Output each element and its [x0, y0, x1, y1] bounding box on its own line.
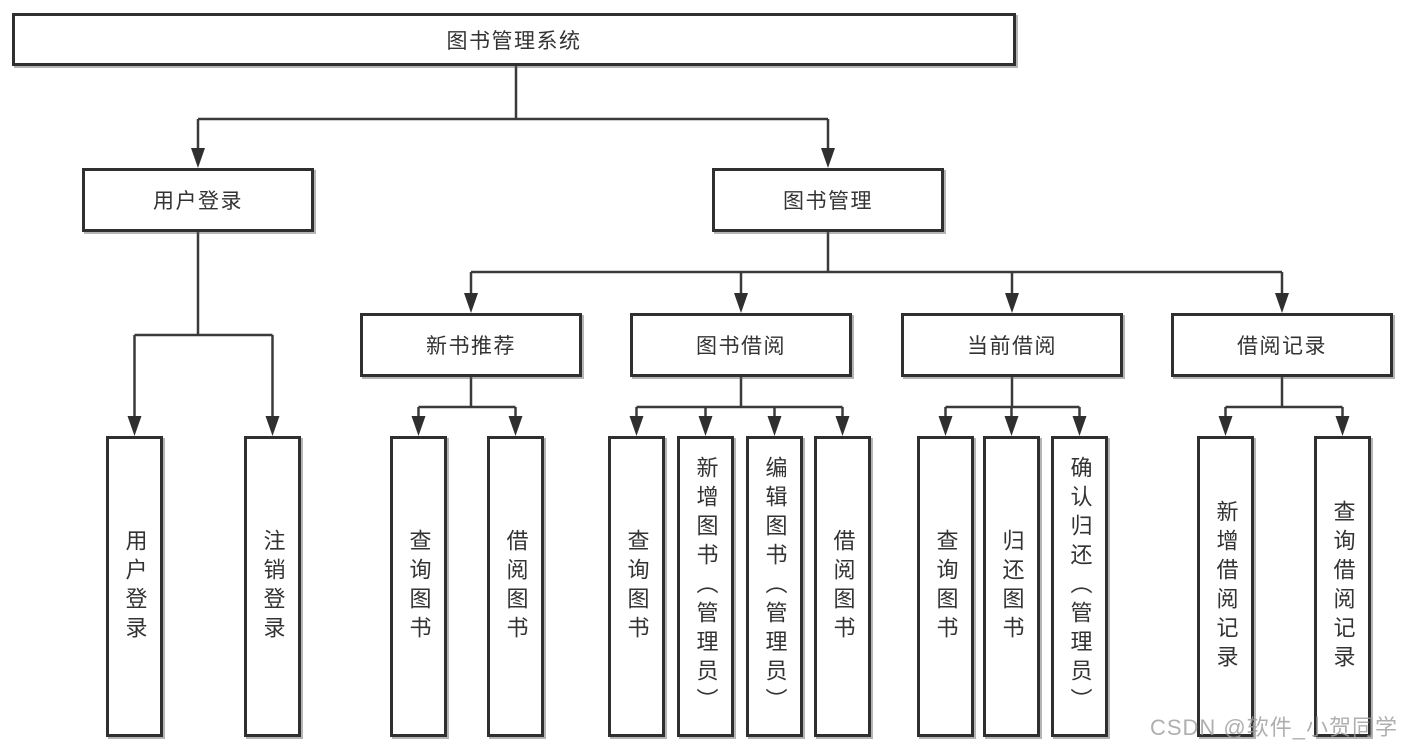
leaf-query-books-borrow: 查询图书: [608, 436, 665, 737]
node-label: 图书借阅: [696, 335, 786, 358]
node-user-login: 用户登录: [82, 168, 314, 232]
node-label: 新增借阅记录: [1213, 499, 1239, 674]
node-label: 查询借阅记录: [1330, 499, 1356, 674]
node-label: 归还图书: [999, 528, 1025, 645]
node-library-system: 图书管理系统: [12, 13, 1016, 66]
node-label: 用户登录: [153, 190, 243, 213]
arrow-down-icon: [411, 416, 426, 436]
leaf-query-books-current: 查询图书: [917, 436, 974, 737]
leaf-query-books-recommend: 查询图书: [390, 436, 447, 737]
node-label: 编辑图书（管理员）: [762, 456, 788, 717]
arrow-down-icon: [191, 148, 205, 168]
node-label: 借阅记录: [1237, 335, 1327, 358]
arrow-down-icon: [1005, 293, 1019, 313]
leaf-return-books: 归还图书: [983, 436, 1040, 737]
arrow-down-icon: [938, 416, 953, 436]
csdn-watermark: CSDN @软件_小贺同学: [1149, 715, 1398, 740]
arrow-down-icon: [821, 148, 835, 168]
arrow-down-icon: [1275, 293, 1289, 313]
node-label: 借阅图书: [830, 528, 856, 645]
node-label: 当前借阅: [967, 335, 1057, 358]
leaf-borrow-books-recommend: 借阅图书: [487, 436, 544, 737]
leaf-confirm-return-admin: 确认归还（管理员）: [1051, 436, 1108, 737]
node-borrow-records: 借阅记录: [1171, 313, 1393, 377]
arrow-down-icon: [835, 416, 850, 436]
node-new-book-recommend: 新书推荐: [360, 313, 582, 377]
leaf-query-borrow-record: 查询借阅记录: [1314, 436, 1371, 737]
leaf-edit-book-admin: 编辑图书（管理员）: [746, 436, 803, 737]
arrow-down-icon: [464, 293, 478, 313]
arrow-down-icon: [734, 293, 748, 313]
arrow-down-icon: [1218, 416, 1233, 436]
node-label: 图书管理: [783, 190, 873, 213]
node-label: 图书管理系统: [446, 29, 582, 53]
leaf-add-borrow-record: 新增借阅记录: [1197, 436, 1254, 737]
leaf-logout: 注销登录: [244, 436, 301, 737]
arrow-down-icon: [1072, 416, 1087, 436]
arrow-down-icon: [767, 416, 782, 436]
arrow-down-icon: [1335, 416, 1350, 436]
arrow-down-icon: [508, 416, 523, 436]
node-label: 查询图书: [406, 528, 432, 645]
arrow-down-icon: [265, 416, 280, 436]
arrow-down-icon: [1004, 416, 1019, 436]
node-label: 借阅图书: [503, 528, 529, 645]
node-label: 查询图书: [624, 528, 650, 645]
leaf-add-book-admin: 新增图书（管理员）: [677, 436, 734, 737]
leaf-borrow-books: 借阅图书: [814, 436, 871, 737]
node-book-management: 图书管理: [712, 168, 944, 232]
node-label: 确认归还（管理员）: [1067, 456, 1093, 717]
node-label: 用户登录: [122, 528, 148, 645]
node-current-borrow: 当前借阅: [901, 313, 1123, 377]
node-book-borrow: 图书借阅: [630, 313, 852, 377]
leaf-user-login: 用户登录: [106, 436, 163, 737]
node-label: 新书推荐: [426, 335, 516, 358]
node-label: 查询图书: [933, 528, 959, 645]
arrow-down-icon: [127, 416, 142, 436]
node-label: 新增图书（管理员）: [693, 456, 719, 717]
arrow-down-icon: [698, 416, 713, 436]
arrow-down-icon: [629, 416, 644, 436]
node-label: 注销登录: [260, 528, 286, 645]
